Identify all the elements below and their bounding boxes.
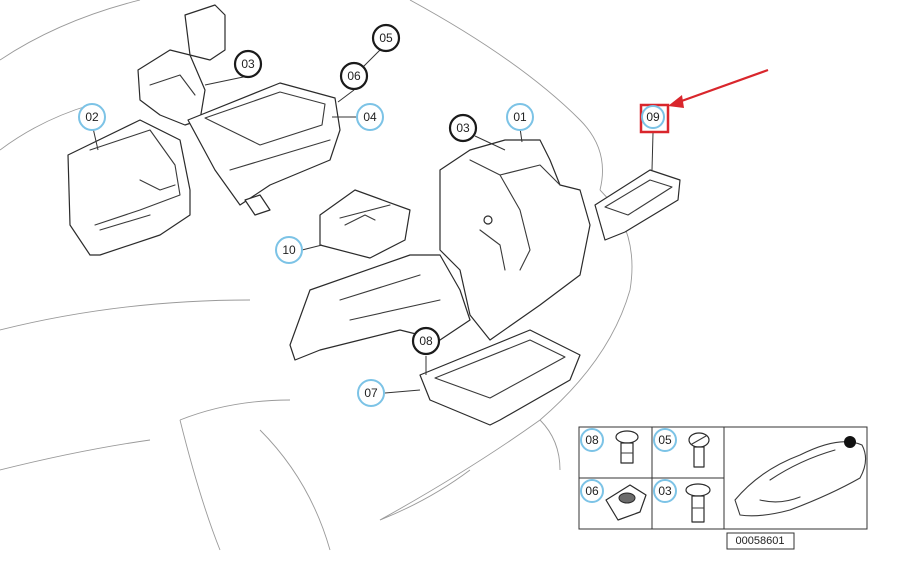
svg-text:02: 02	[85, 110, 99, 124]
callout-10[interactable]: 10	[275, 236, 303, 264]
part-01-main-housing	[289, 139, 591, 361]
car-body-outline	[0, 0, 633, 551]
part-02-side-panel	[67, 119, 191, 256]
part-09-bin	[594, 169, 681, 241]
legend-08[interactable]: 08	[580, 428, 639, 464]
legend-06[interactable]: 06	[580, 479, 647, 521]
svg-text:04: 04	[363, 110, 377, 124]
svg-text:00058601: 00058601	[736, 535, 785, 547]
svg-text:03: 03	[456, 121, 470, 135]
callout-08[interactable]: 08	[411, 326, 441, 356]
svg-text:05: 05	[658, 433, 672, 447]
clip-08-icon	[615, 430, 639, 464]
svg-text:06: 06	[347, 69, 361, 83]
svg-text:07: 07	[364, 386, 378, 400]
svg-text:08: 08	[419, 334, 433, 348]
svg-text:03: 03	[658, 484, 672, 498]
car-silhouette-icon	[734, 436, 867, 517]
callout-02[interactable]: 02	[78, 103, 106, 131]
clip-03-icon	[685, 483, 711, 523]
legend-05[interactable]: 05	[653, 428, 710, 468]
pointer-arrow-icon	[668, 68, 769, 108]
svg-text:01: 01	[513, 110, 527, 124]
bracket-06-icon	[605, 484, 647, 521]
part-10-duct-box	[319, 189, 411, 259]
svg-text:09: 09	[646, 110, 660, 124]
callout-09-highlighted[interactable]: 09	[639, 103, 670, 134]
part-04-tray	[187, 82, 341, 216]
svg-text:03: 03	[241, 57, 255, 71]
callout-01[interactable]: 01	[506, 103, 534, 131]
part-03-duct	[137, 4, 226, 126]
svg-text:06: 06	[585, 484, 599, 498]
part-07-floor-tray	[419, 329, 581, 426]
callout-06[interactable]: 06	[339, 61, 369, 91]
svg-text:05: 05	[379, 31, 393, 45]
callout-04[interactable]: 04	[356, 103, 384, 131]
callout-05[interactable]: 05	[371, 23, 401, 53]
drawing-number: 00058601	[726, 532, 795, 550]
legend-03[interactable]: 03	[653, 479, 711, 523]
svg-text:08: 08	[585, 433, 599, 447]
callout-07[interactable]: 07	[357, 379, 385, 407]
svg-text:10: 10	[282, 243, 296, 257]
screw-05-icon	[688, 432, 710, 468]
callout-03-center[interactable]: 03	[448, 113, 478, 143]
callout-03-upper[interactable]: 03	[233, 49, 263, 79]
